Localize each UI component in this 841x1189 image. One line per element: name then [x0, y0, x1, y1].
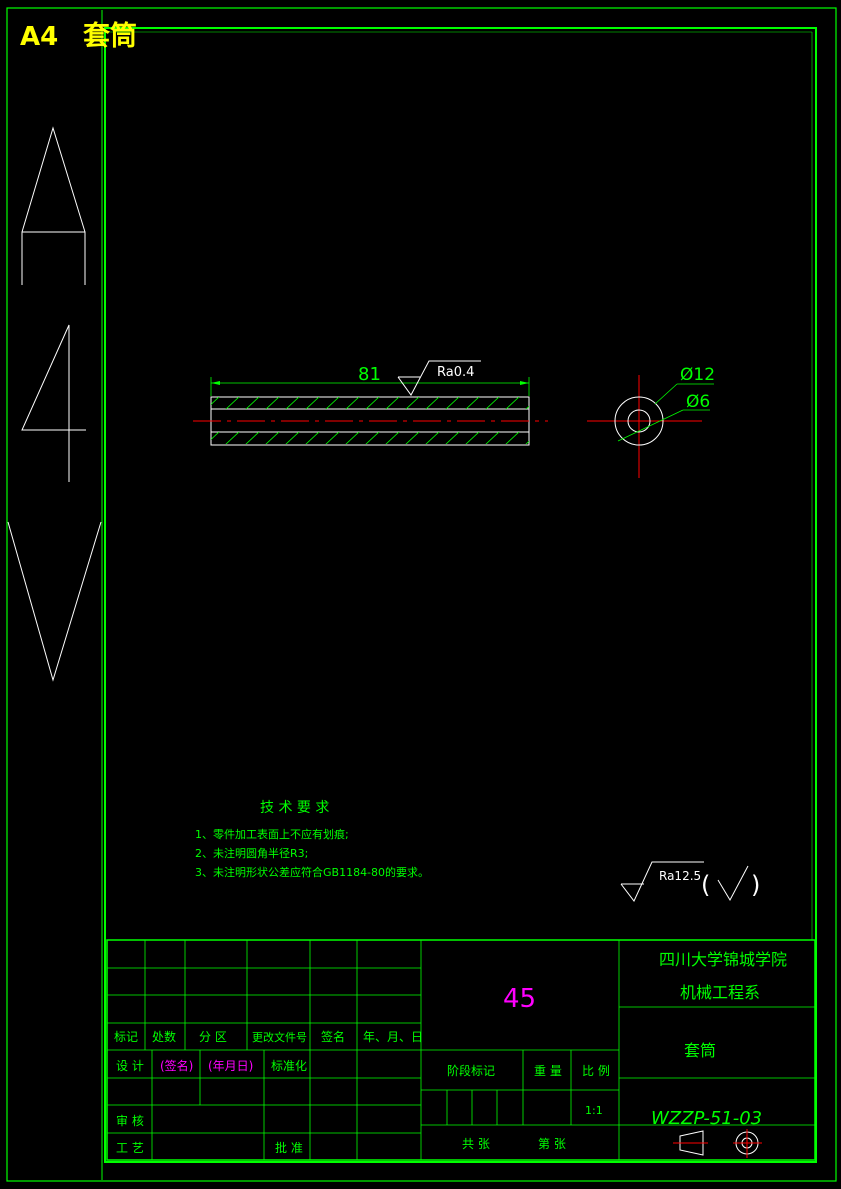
glyph-a-bottom — [21, 231, 86, 285]
paren-check-symbol — [717, 865, 749, 902]
glyph-a-top — [21, 126, 86, 233]
scale-label: 比 例 — [582, 1064, 610, 1078]
sheet-number: 第 张 — [538, 1137, 566, 1151]
rev-header-date: 年、月、日 — [363, 1030, 423, 1044]
school-name: 四川大学锦城学院 — [659, 950, 787, 969]
sheets-total: 共 张 — [462, 1137, 490, 1151]
standardize-label: 标准化 — [271, 1059, 307, 1073]
scale-value: 1:1 — [585, 1104, 603, 1117]
a4-outline-glyphs — [7, 126, 102, 682]
leader-outer — [654, 383, 678, 405]
glyph-v — [7, 521, 102, 682]
sheet-part-name: 套筒 — [83, 20, 137, 52]
part-name: 套筒 — [684, 1041, 716, 1060]
tech-item-1: 1、零件加工表面上不应有划痕; — [195, 827, 349, 841]
general-roughness-text: Ra12.5 — [659, 869, 701, 883]
tech-heading: 技 术 要 求 — [260, 800, 329, 816]
rev-header-sign: 签名 — [321, 1029, 345, 1044]
outer-frame — [6, 7, 837, 1182]
rev-header-docno: 更改文件号 — [252, 1030, 307, 1044]
weight-label: 重 量 — [534, 1064, 562, 1078]
general-roughness-symbol — [620, 861, 704, 902]
inner-circle — [627, 409, 651, 433]
hatch-bottom-wall — [211, 432, 529, 444]
design-label: 设 计 — [116, 1059, 144, 1073]
sleeve-front-view: 81 Ra0.4 — [193, 360, 548, 446]
hatch-top-wall — [211, 397, 529, 409]
inner-diameter-text: Ø6 — [686, 392, 710, 412]
dim-length-text: 81 — [358, 364, 381, 385]
tech-requirements: 技 术 要 求 1、零件加工表面上不应有划痕; 2、未注明圆角半径R3; 3、未… — [195, 800, 429, 879]
dim-arrow-left — [211, 381, 220, 385]
design-sign: (签名) — [160, 1058, 193, 1073]
stage-mark-label: 阶段标记 — [447, 1063, 495, 1078]
sleeve-side-view: Ø12 Ø6 — [587, 365, 715, 478]
approve-label: 批 准 — [275, 1140, 303, 1155]
material: 45 — [503, 984, 536, 1014]
sheet-format: A4 — [20, 22, 58, 52]
outer-diameter-text: Ø12 — [680, 365, 715, 385]
dim-arrow-right — [520, 381, 529, 385]
department-name: 机械工程系 — [680, 983, 760, 1002]
tech-item-2: 2、未注明圆角半径R3; — [195, 846, 308, 860]
rev-header-count: 处数 — [152, 1029, 176, 1044]
bore-roughness-symbol — [397, 360, 481, 396]
sheet-title: A4 套筒 — [20, 20, 137, 52]
title-block — [106, 939, 816, 1161]
outer-circle — [614, 396, 664, 446]
paren-open: ( — [701, 871, 710, 899]
process-label: 工 艺 — [116, 1141, 144, 1155]
inner-frame — [104, 27, 817, 1163]
bore-roughness-text: Ra0.4 — [437, 365, 474, 380]
review-label: 审 核 — [116, 1113, 144, 1128]
tech-item-3: 3、未注明形状公差应符合GB1184-80的要求。 — [195, 865, 429, 879]
projection-symbol-icon — [673, 1129, 762, 1158]
rev-header-zone: 分 区 — [199, 1030, 227, 1044]
general-roughness: Ra12.5 ( ) — [620, 861, 760, 902]
drawing-number: WZZP-51-03 — [651, 1108, 762, 1129]
glyph-four — [21, 324, 86, 482]
design-date: (年月日) — [208, 1059, 253, 1073]
title-block-text: 标记 处数 分 区 更改文件号 签名 年、月、日 设 计 (签名) (年月日) … — [114, 950, 787, 1158]
rev-header-mark: 标记 — [114, 1030, 138, 1044]
leader-inner — [617, 409, 684, 442]
paren-close: ) — [751, 871, 760, 899]
